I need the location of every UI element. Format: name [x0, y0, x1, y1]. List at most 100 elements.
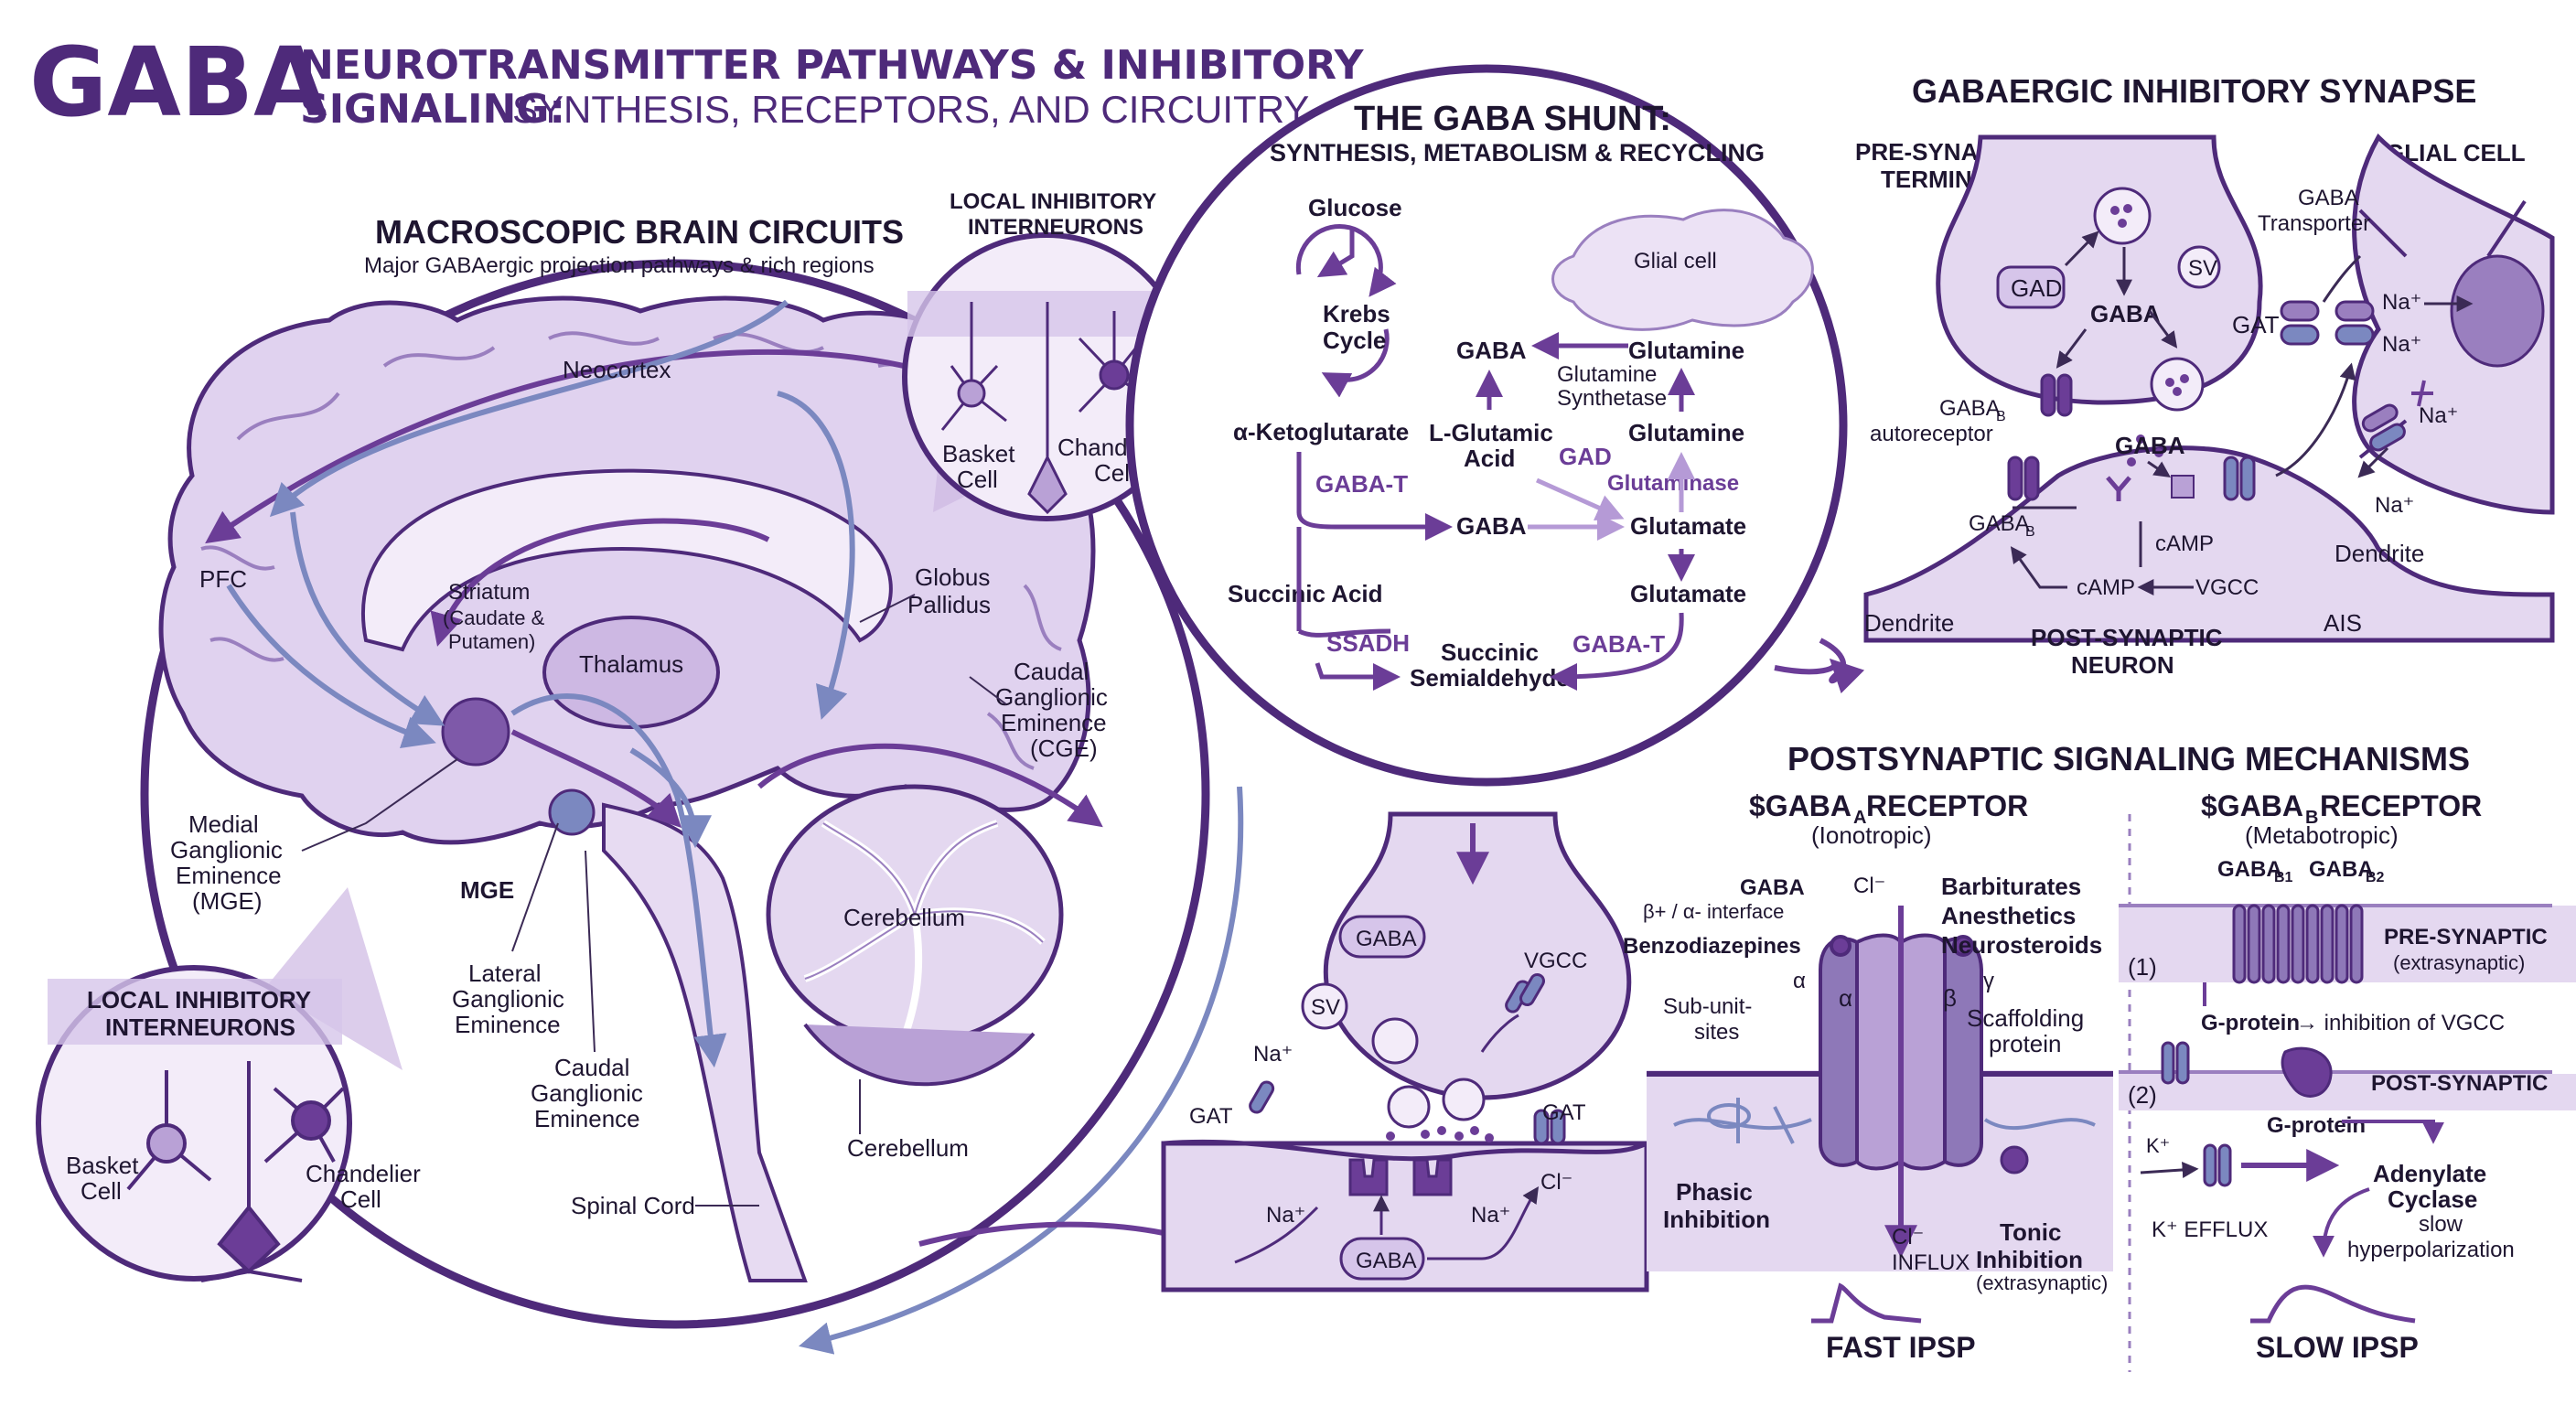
interneurons-top-title-2: INTERNEURONS	[968, 215, 1143, 240]
glial-nucleus	[2450, 254, 2545, 368]
gabab-slow-h-2: hyperpolarization	[2347, 1238, 2515, 1262]
label-cge-2: Ganglionic	[995, 683, 1108, 711]
label-pfc: PFC	[199, 565, 247, 593]
pyramidal-bottom	[200, 1061, 303, 1282]
fast-ipsp-trace	[1811, 1282, 1922, 1324]
mini-dots	[1386, 1126, 1494, 1142]
synapse-gaba: GABA	[2090, 300, 2161, 327]
gabab-post-receptor-icon	[2007, 456, 2040, 501]
synapse-gat: GAT	[2232, 311, 2280, 338]
gabaa-interface: β+ / α- interface	[1643, 900, 1784, 923]
gabab-pre-2: (extrasynaptic)	[2393, 951, 2525, 974]
gabaa-scaff-2: protein	[1989, 1030, 2062, 1057]
synapse-gaba-cleft: GABA	[2115, 432, 2185, 459]
label-cge-b-1: Caudal	[554, 1054, 629, 1081]
gabab-slow-h-1: slow	[2419, 1212, 2463, 1237]
gabab-title2: RECEPTOR	[2320, 789, 2482, 822]
synapse-camp-1: cAMP	[2155, 531, 2214, 556]
shunt-glutamate-1: Glutamate	[1630, 512, 1746, 540]
postsyn-panel: POSTSYNAPTIC SIGNALING MECHANISMS $GABA …	[1623, 740, 2576, 1372]
mini-na-l: Na⁺	[1253, 1042, 1293, 1067]
gabaa-benzo: Benzodiazepines	[1623, 934, 1801, 959]
gabab-b1: GABA	[2217, 857, 2282, 882]
shunt-succ-1: Succinic	[1441, 638, 1539, 666]
label-mge-4: (MGE)	[192, 887, 263, 915]
mini-gat-l: GAT	[1189, 1104, 1233, 1129]
header: GABA NEUROTRANSMITTER PATHWAYS & INHIBIT…	[29, 27, 1365, 138]
shunt-gaba-b: GABA	[1456, 512, 1527, 540]
gprotein-y-icon	[2106, 476, 2131, 501]
label-cge-b-3: Eminence	[534, 1105, 640, 1132]
mini-gaba-b: GABA	[1356, 1249, 1417, 1273]
slow-ipsp-trace	[2250, 1284, 2416, 1324]
basket-bottom-2: Cell	[80, 1177, 122, 1205]
synapse-gt-2: Transporter	[2258, 211, 2370, 236]
gabab-autoreceptor-icon	[2040, 373, 2073, 417]
label-cge-4: (CGE)	[1030, 735, 1098, 762]
synapse-post-1: POST-SYNAPTIC	[2031, 624, 2223, 651]
shunt-gad: GAD	[1559, 443, 1612, 470]
label-globus-1: Globus	[915, 563, 990, 591]
gabaa-cl-top: Cl⁻	[1853, 874, 1885, 898]
mini-gat-r: GAT	[1542, 1100, 1586, 1125]
shunt-gaba-t-2: GABA-T	[1572, 630, 1665, 658]
pyramidal-top	[1027, 302, 1068, 515]
label-mge-1: Medial	[188, 810, 259, 838]
interneurons-bottom-title-1: LOCAL INHIBITORY	[87, 986, 311, 1014]
mini-sv: SV	[1311, 995, 1340, 1020]
synapse-camp-2: cAMP	[2077, 575, 2135, 600]
corpus-callosum	[360, 468, 893, 652]
gabab-post-membrane	[2119, 1074, 2576, 1110]
gabab-num-1: (1)	[2128, 953, 2157, 981]
label-mge-2: Ganglionic	[170, 836, 283, 863]
leader-lines	[301, 594, 1007, 1207]
gabaa-tonic-1: Tonic	[2000, 1218, 2061, 1246]
gabaa-sub: A	[1853, 808, 1866, 828]
shunt-glucose: Glucose	[1308, 194, 1402, 221]
synaptic-vesicles	[2093, 187, 2221, 412]
interneurons-top-title-1: LOCAL INHIBITORY	[950, 189, 1156, 214]
gabab-b2: GABA	[2309, 857, 2374, 882]
gabaa-cl-influx-1: Cl⁻	[1892, 1225, 1924, 1249]
shunt-glutamine-1: Glutamine	[1628, 337, 1744, 364]
glial-transporter-icon	[2361, 403, 2406, 452]
label-striatum-3: Putamen)	[448, 630, 535, 653]
shunt-lglu-1: L-Glutamic	[1429, 419, 1553, 446]
shunt-gs-2: Synthetase	[1557, 386, 1667, 411]
gabaa-alpha2: α	[1839, 984, 1852, 1012]
mini-synapse-panel: GABA SV VGCC Na⁺ GAT GAT Na⁺ Cl⁻ Na⁺ GAB…	[1161, 811, 1649, 1292]
label-lge-1: Lateral	[468, 960, 542, 987]
vesicle-dots	[2110, 204, 2189, 467]
gabaa-barb: Barbiturates	[1941, 873, 2081, 900]
mini-gaba-top: GABA	[1356, 927, 1417, 951]
gabaa-neuro: Neurosteroids	[1941, 931, 2102, 959]
title-line2-bold: SIGNALING:	[300, 86, 565, 133]
label-cge-1: Caudal	[1014, 658, 1089, 685]
gabaa-title: $GABA	[1749, 789, 1852, 822]
gabaa-tonic-3: (extrasynaptic)	[1976, 1271, 2108, 1294]
krebs-cycle-arrows	[1295, 224, 1397, 398]
shunt-gaba-t-1: GABA-T	[1315, 470, 1408, 498]
gabaa-subunit-1: Sub-unit-	[1663, 994, 1752, 1019]
label-mge-3: Eminence	[176, 862, 282, 889]
synapse-gabab-auto-sub: B	[1996, 409, 2006, 424]
gabaa-tonic-2: Inhibition	[1976, 1246, 2083, 1273]
shunt-succinic-acid: Succinic Acid	[1228, 580, 1383, 607]
label-striatum-2: (Caudate &	[443, 606, 545, 629]
synapse-gabab-auto-2: autoreceptor	[1870, 422, 1993, 446]
synapse-gad: GAD	[2011, 274, 2062, 302]
shunt-title: THE GABA SHUNT:	[1354, 100, 1671, 138]
mini-na-r: Na⁺	[1471, 1203, 1510, 1228]
gabaa-subunit-2: sites	[1694, 1020, 1739, 1045]
mini-cl: Cl⁻	[1540, 1170, 1572, 1195]
title-line1: NEUROTRANSMITTER PATHWAYS & INHIBITORY	[300, 42, 1365, 89]
gabaa-scaff-1: Scaffolding	[1967, 1004, 2084, 1032]
label-cge-b-2: Ganglionic	[531, 1079, 643, 1107]
gabab-post: POST-SYNAPTIC	[2371, 1071, 2548, 1096]
synapse-title: GABAERGIC INHIBITORY SYNAPSE	[1912, 72, 2476, 110]
vgcc-channel-icon	[2223, 456, 2256, 501]
gabab-k-efflux: K⁺ EFFLUX	[2152, 1217, 2268, 1242]
shunt-alpha-kg: α-Ketoglutarate	[1233, 418, 1409, 445]
postsyn-title: POSTSYNAPTIC SIGNALING MECHANISMS	[1787, 740, 2470, 778]
